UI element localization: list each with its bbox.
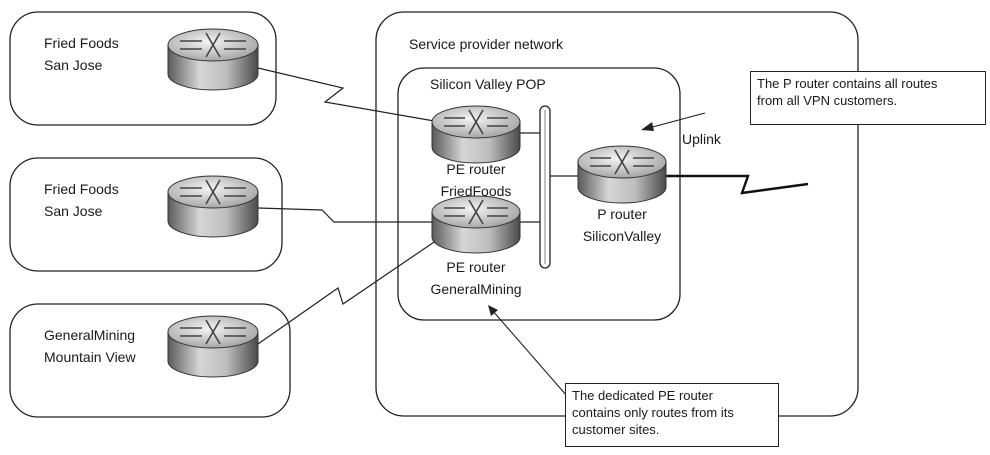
pe-router-callout-line2: contains only routes from its bbox=[572, 405, 734, 420]
router-icon-site-3 bbox=[167, 315, 259, 378]
callout-pointer-p bbox=[644, 112, 706, 130]
site-3-name: GeneralMining bbox=[44, 327, 136, 343]
pop-box bbox=[397, 67, 681, 321]
wan-link-3 bbox=[257, 237, 441, 345]
site-3-label: GeneralMining Mountain View bbox=[44, 324, 136, 368]
site-1-label: Fried Foods San Jose bbox=[44, 32, 119, 76]
wan-link-2 bbox=[257, 207, 440, 223]
pe-router-2-line2: GeneralMining bbox=[430, 281, 522, 297]
pe-router-1-line1: PE router bbox=[446, 161, 506, 177]
wan-link-1 bbox=[257, 67, 441, 123]
site-1-name: Fried Foods bbox=[44, 35, 119, 51]
callout-pointer-pe bbox=[491, 309, 568, 397]
uplink-label: Uplink bbox=[682, 131, 721, 147]
p-router-label: P router SiliconValley bbox=[565, 203, 679, 247]
pe-router-callout: The dedicated PE router contains only ro… bbox=[565, 383, 779, 447]
site-box-2 bbox=[9, 157, 283, 272]
pe-router-2-line1: PE router bbox=[446, 259, 506, 275]
site-2-label: Fried Foods San Jose bbox=[44, 178, 119, 222]
pe-router-callout-line3: customer sites. bbox=[572, 422, 660, 437]
p-router-callout-line1: The P router contains all routes bbox=[757, 76, 938, 91]
provider-network-title: Service provider network bbox=[409, 36, 564, 52]
p-router-line1: P router bbox=[597, 206, 647, 222]
pop-title: Silicon Valley POP bbox=[430, 76, 546, 92]
site-3-location: Mountain View bbox=[44, 349, 136, 365]
p-router-line2: SiliconValley bbox=[582, 228, 662, 244]
router-icon-pe-generalmining bbox=[431, 195, 521, 254]
site-1-location: San Jose bbox=[44, 57, 103, 73]
p-router-callout: The P router contains all routes from al… bbox=[750, 71, 986, 125]
site-box-1 bbox=[9, 11, 277, 126]
site-box-3 bbox=[9, 303, 291, 418]
router-icon-pe-friedfoods bbox=[431, 105, 521, 164]
pe-router-callout-line1: The dedicated PE router bbox=[572, 388, 713, 403]
router-icon-site-1 bbox=[167, 28, 259, 91]
uplink-line bbox=[662, 174, 809, 195]
p-router-callout-line2: from all VPN customers. bbox=[757, 93, 898, 108]
pe-router-friedfoods-label: PE router FriedFoods bbox=[416, 158, 536, 202]
site-2-location: San Jose bbox=[44, 203, 103, 219]
pe-router-generalmining-label: PE router GeneralMining bbox=[410, 256, 542, 300]
router-icon-site-2 bbox=[167, 175, 259, 238]
pe-router-1-line2: FriedFoods bbox=[440, 183, 512, 199]
site-2-name: Fried Foods bbox=[44, 181, 119, 197]
router-icon-p-siliconvalley bbox=[577, 145, 667, 204]
